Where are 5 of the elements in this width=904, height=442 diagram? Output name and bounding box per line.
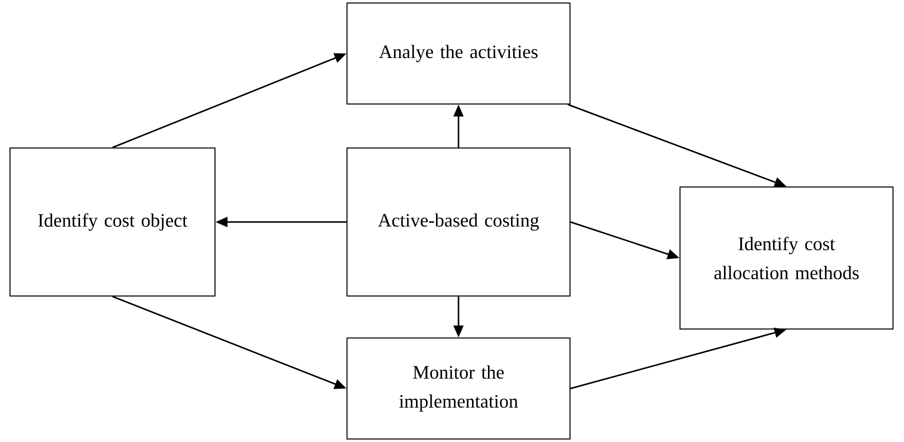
process-box: Active-based costing xyxy=(346,148,570,296)
process-box: Analye the activities xyxy=(346,2,570,104)
process-box: Monitor the implementation xyxy=(346,338,570,440)
process-box: Identify cost allocation methods xyxy=(680,186,894,330)
process-box: Identify cost object xyxy=(10,148,216,296)
